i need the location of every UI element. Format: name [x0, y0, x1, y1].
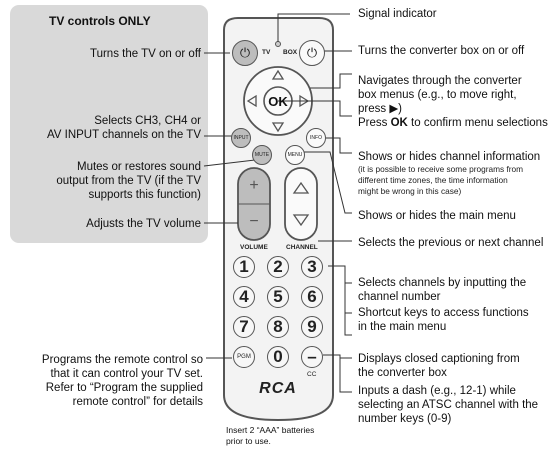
channel-desc: Selects the previous or next channel [358, 237, 544, 249]
box-power-desc: Turns the converter box on or off [358, 45, 525, 57]
box-label: BOX [283, 49, 298, 56]
key-2[interactable]: 2 [267, 256, 289, 278]
rca-logo: RCA [259, 380, 297, 397]
dash-desc-2: selecting an ATSC channel with the [358, 399, 539, 411]
key-9[interactable]: 9 [301, 316, 323, 338]
nav-up-icon [271, 69, 285, 80]
panel-title: TV controls ONLY [49, 14, 151, 28]
info-note-3: might be wrong in this case) [358, 186, 462, 196]
info-note-2: different time zones, the time informati… [358, 175, 508, 185]
channel-down-button[interactable] [285, 204, 317, 240]
volume-up-button[interactable]: + [249, 177, 259, 194]
volume-down-button[interactable]: − [249, 213, 259, 230]
volume-desc: Adjusts the TV volume [86, 218, 201, 230]
nav-down-icon [271, 122, 285, 133]
pgm-desc-4: remote control” for details [72, 396, 203, 408]
pgm-button[interactable]: PGM [233, 346, 255, 368]
num-desc-1: Selects channels by inputting the [358, 277, 527, 289]
mute-button[interactable]: MUTE [252, 145, 272, 165]
dash-desc-3: number keys (0-9) [358, 413, 452, 425]
tv-controls-panel [10, 5, 208, 243]
input-desc-1: Selects CH3, CH4 or [94, 115, 201, 127]
input-desc-2: AV INPUT channels on the TV [46, 129, 201, 141]
battery-note-2: prior to use. [226, 436, 271, 446]
ok-desc: Press OK to confirm menu selections [358, 117, 548, 129]
tv-label: TV [262, 49, 271, 56]
tv-power-button[interactable]: ⏻ [232, 40, 258, 66]
power-icon: ⏻ [239, 45, 251, 60]
volume-label: VOLUME [240, 244, 268, 251]
nav-desc-3: press ▶) [358, 103, 402, 115]
dash-desc-1: Inputs a dash (e.g., 12-1) while [358, 385, 516, 397]
mute-desc-2: output from the TV (if the TV [56, 175, 201, 187]
pgm-desc-3: Refer to “Program the supplied [45, 382, 203, 394]
info-desc: Shows or hides channel information [358, 151, 541, 163]
num-desc-4: in the main menu [358, 321, 447, 333]
num-desc-3: Shortcut keys to access functions [358, 307, 529, 319]
key-6[interactable]: 6 [301, 286, 323, 308]
mute-desc-1: Mutes or restores sound [76, 161, 201, 173]
pgm-desc-1: Programs the remote control so [41, 354, 203, 366]
num-desc-2: channel number [358, 291, 441, 303]
channel-down-icon [292, 214, 310, 227]
signal-indicator [275, 41, 281, 47]
pgm-desc-2: that it can control your TV set. [50, 368, 203, 380]
key-8[interactable]: 8 [267, 316, 289, 338]
dash-cc-button[interactable]: – [301, 346, 323, 368]
key-3[interactable]: 3 [301, 256, 323, 278]
channel-up-button[interactable] [285, 168, 317, 204]
menu-button[interactable]: MENU [285, 145, 305, 165]
channel-label: CHANNEL [286, 244, 318, 251]
cc-desc-1: Displays closed captioning from [358, 353, 520, 365]
nav-desc-1: Navigates through the converter [358, 75, 522, 87]
mute-desc-3: supports this function) [88, 189, 201, 201]
info-note-1: (it is possible to receive some programs… [358, 164, 524, 174]
menu-desc: Shows or hides the main menu [358, 210, 516, 222]
key-0[interactable]: 0 [267, 346, 289, 368]
leader-lines [203, 13, 352, 393]
key-7[interactable]: 7 [233, 316, 255, 338]
nav-left-icon [246, 94, 257, 108]
cc-label: CC [307, 371, 317, 378]
key-5[interactable]: 5 [267, 286, 289, 308]
tv-power-desc: Turns the TV on or off [89, 48, 201, 60]
input-button[interactable]: INPUT [231, 128, 251, 148]
nav-desc-2: box menus (e.g., to move right, [358, 89, 517, 101]
channel-up-icon [292, 181, 310, 194]
cc-desc-2: the converter box [358, 367, 447, 379]
nav-pad[interactable] [242, 65, 314, 137]
battery-note-1: Insert 2 “AAA” batteries [226, 425, 315, 435]
ok-button[interactable]: OK [268, 93, 288, 109]
key-1[interactable]: 1 [233, 256, 255, 278]
signal-desc: Signal indicator [358, 8, 437, 20]
channel-rocker [284, 167, 318, 241]
info-button[interactable]: INFO [306, 128, 326, 148]
key-4[interactable]: 4 [233, 286, 255, 308]
power-icon: ⏻ [306, 45, 318, 60]
box-power-button[interactable]: ⏻ [299, 40, 325, 66]
